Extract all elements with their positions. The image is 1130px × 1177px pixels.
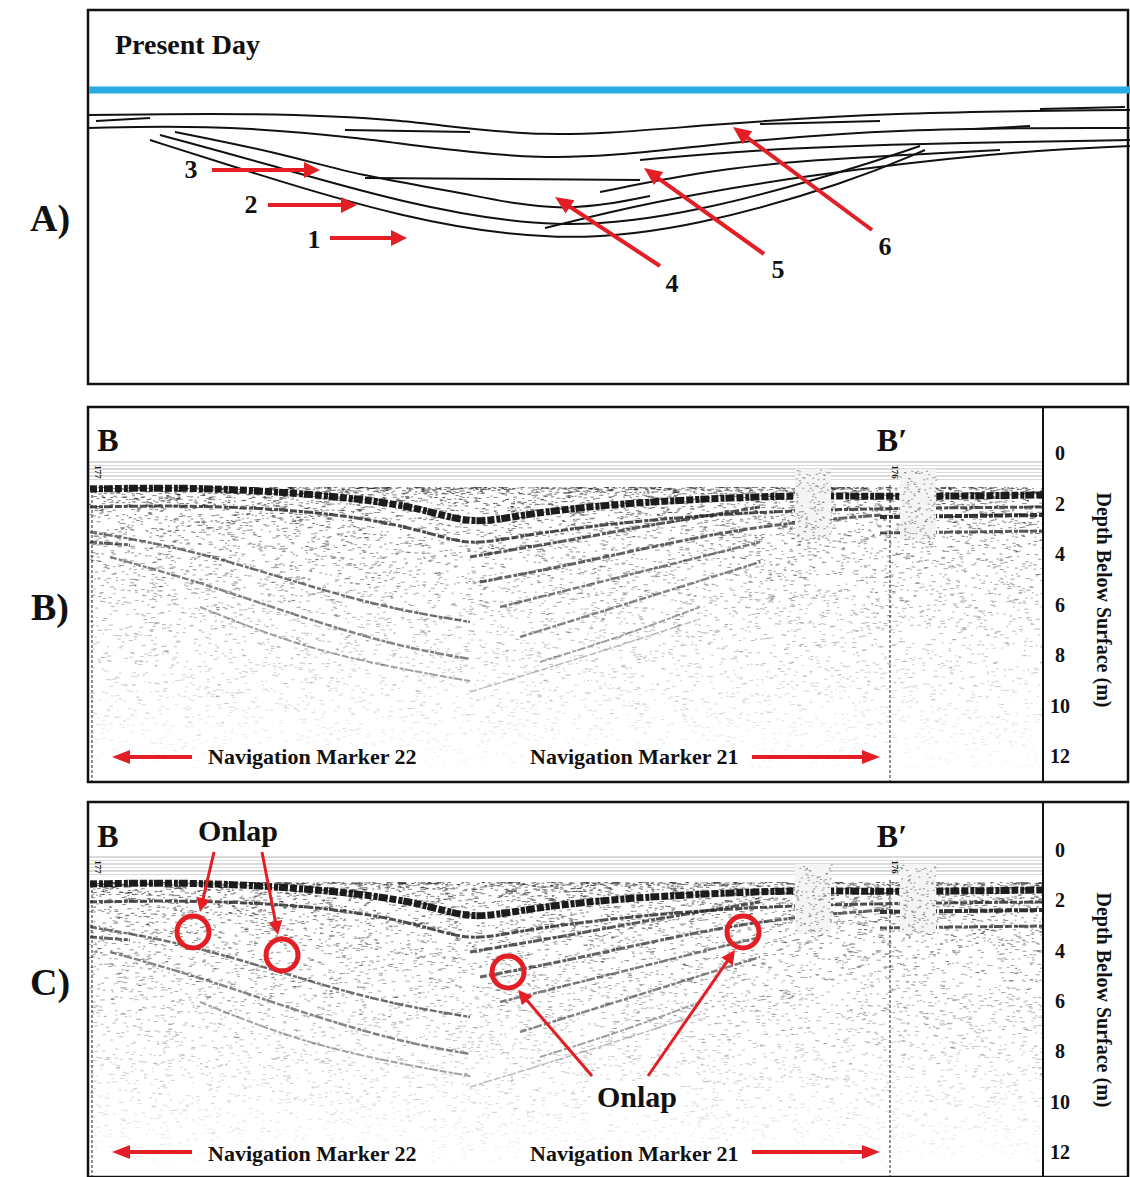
figure: A)Present Day321456B)BB′177176024681012D… — [0, 0, 1130, 1177]
